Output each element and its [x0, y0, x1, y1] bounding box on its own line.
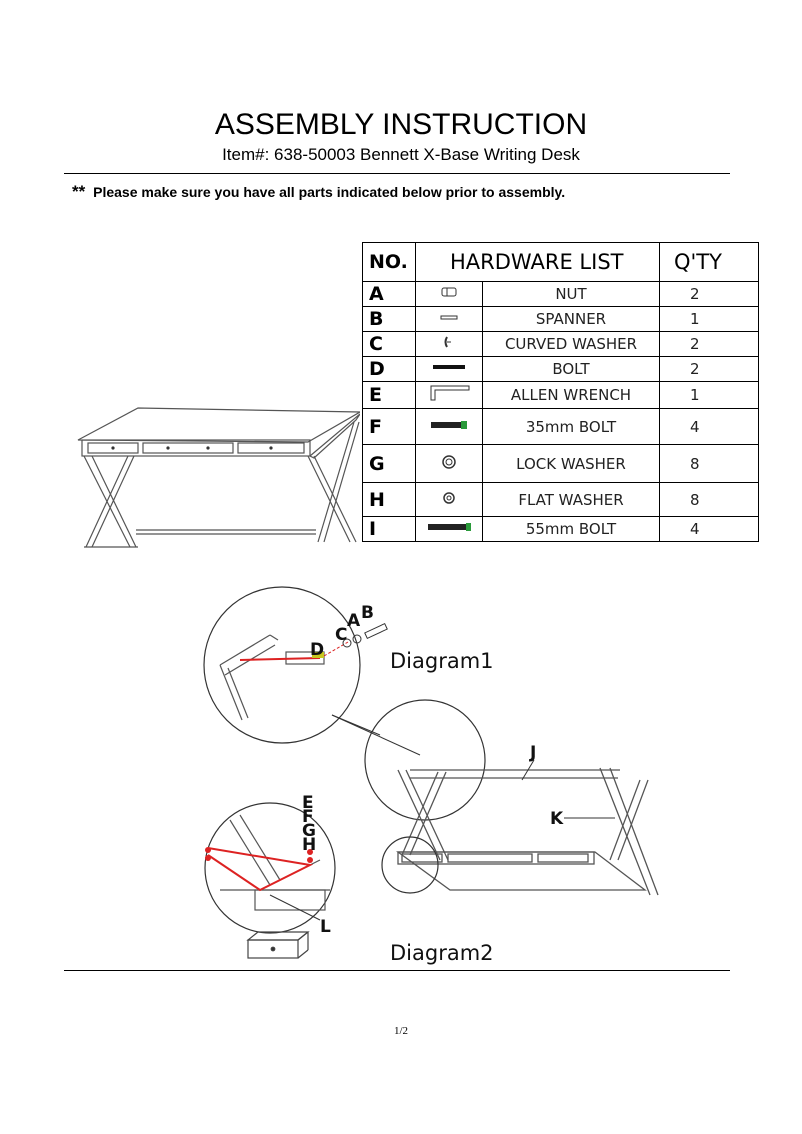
drawer-illustration: [246, 931, 310, 959]
diagram1-letter-b: B: [361, 603, 374, 623]
hardware-row: C CURVED WASHER 2: [362, 331, 759, 357]
hardware-no: A: [362, 281, 416, 307]
header-no: NO.: [362, 242, 416, 282]
hardware-row: D BOLT 2: [362, 356, 759, 382]
spanner-icon: [415, 306, 483, 332]
document-subtitle: Item#: 638-50003 Bennett X-Base Writing …: [222, 145, 580, 164]
hardware-qty: 8: [659, 482, 759, 517]
hardware-name: CURVED WASHER: [482, 331, 660, 357]
desk-overview-illustration: [77, 407, 360, 548]
desk-drawer-center: [142, 442, 234, 454]
55mm-bolt-icon: [415, 516, 483, 542]
right-callout-h: H: [302, 835, 316, 855]
parts-notice: ** Please make sure you have all parts i…: [72, 182, 565, 202]
right-callout-e: E: [302, 793, 314, 813]
hardware-no: B: [362, 306, 416, 332]
hardware-row: A NUT 2: [362, 281, 759, 307]
nut-icon: [415, 281, 483, 307]
hardware-qty: 2: [659, 331, 759, 357]
bolt-path-d: [239, 657, 321, 661]
desk-drawer-right: [237, 442, 305, 454]
diagram1-letter-c: C: [335, 625, 347, 645]
bolt-icon: [415, 356, 483, 382]
diagram2-detail: [204, 802, 336, 934]
hardware-no: D: [362, 356, 416, 382]
curved-washer-icon: [415, 331, 483, 357]
hardware-qty: 2: [659, 356, 759, 382]
flat-washer-icon: [415, 482, 483, 517]
hardware-name: SPANNER: [482, 306, 660, 332]
diagram2-letter-l: L: [320, 917, 331, 937]
35mm-bolt-icon: [415, 408, 483, 445]
hardware-header-row: NO. HARDWARE LIST Q'TY: [362, 242, 759, 282]
hardware-qty: 1: [659, 381, 759, 409]
hardware-no: F: [362, 408, 416, 445]
bottom-divider: [64, 970, 730, 971]
top-divider: [64, 173, 730, 174]
hardware-qty: 2: [659, 281, 759, 307]
hardware-name: FLAT WASHER: [482, 482, 660, 517]
diagram2-label: Diagram2: [390, 941, 494, 965]
header-hardware-list: HARDWARE LIST: [415, 242, 660, 282]
hardware-no: G: [362, 444, 416, 483]
diagram1-detail: D C A B: [203, 586, 388, 744]
diagram1-letter-d: D: [310, 640, 324, 660]
hardware-qty: 8: [659, 444, 759, 483]
diagram2-letter-j: J: [529, 743, 536, 763]
desk-drawer-left: [87, 442, 139, 454]
hardware-row: F 35mm BOLT 4: [362, 408, 759, 445]
notice-stars: **: [72, 182, 86, 201]
hardware-qty: 4: [659, 516, 759, 542]
hardware-row: E ALLEN WRENCH 1: [362, 381, 759, 409]
right-callout-g: G: [302, 821, 316, 841]
hardware-list-table: NO. HARDWARE LIST Q'TY A NUT 2 B SPANNER…: [362, 242, 759, 542]
desk-top-surface: [77, 407, 360, 443]
hardware-name: NUT: [482, 281, 660, 307]
assembly-diagrams: D C A B Diagram1 J K: [203, 586, 659, 965]
hardware-no: E: [362, 381, 416, 409]
hardware-name: BOLT: [482, 356, 660, 382]
hardware-no: I: [362, 516, 416, 542]
diagram2-letter-k: K: [550, 809, 564, 829]
hardware-no: C: [362, 331, 416, 357]
hardware-no: H: [362, 482, 416, 517]
hardware-name: 55mm BOLT: [482, 516, 660, 542]
document-title: ASSEMBLY INSTRUCTION: [214, 108, 588, 141]
lock-washer-icon: [415, 444, 483, 483]
right-callout-f: F: [302, 807, 314, 827]
hardware-name: LOCK WASHER: [482, 444, 660, 483]
diagram1-label: Diagram1: [390, 649, 494, 673]
connector-line: [331, 714, 421, 756]
hardware-row: H FLAT WASHER 8: [362, 482, 759, 517]
notice-text: Please make sure you have all parts indi…: [93, 184, 566, 200]
hardware-name: 35mm BOLT: [482, 408, 660, 445]
allen-wrench-icon: [415, 381, 483, 409]
hardware-row: I 55mm BOLT 4: [362, 516, 759, 542]
hardware-qty: 1: [659, 306, 759, 332]
hardware-name: ALLEN WRENCH: [482, 381, 660, 409]
page-number: 1/2: [393, 1025, 409, 1037]
hardware-row: G LOCK WASHER 8: [362, 444, 759, 483]
hardware-row: B SPANNER 1: [362, 306, 759, 332]
desk-side-edge: [308, 413, 360, 459]
hardware-qty: 4: [659, 408, 759, 445]
diagram1-letter-a: A: [347, 611, 361, 631]
header-qty: Q'TY: [659, 242, 759, 282]
desk-apron: [81, 439, 311, 457]
diagram2-desk: [364, 699, 659, 896]
